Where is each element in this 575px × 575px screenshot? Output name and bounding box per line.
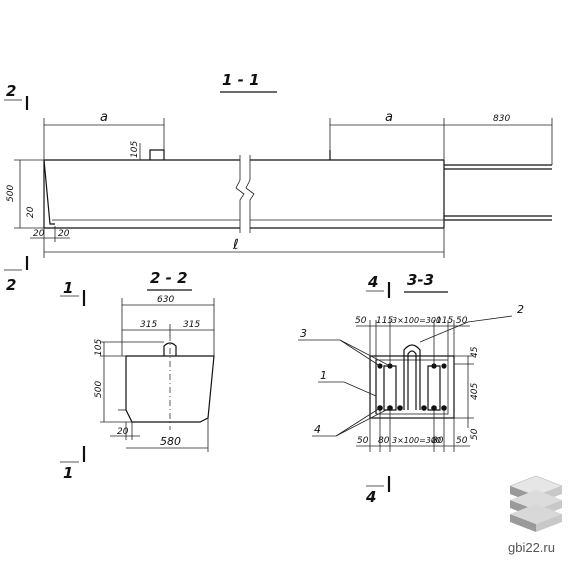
dim-830: 830 <box>493 114 510 124</box>
dim-105-sect: 105 <box>94 339 104 356</box>
dim-33-bottom-1: 80 <box>378 436 390 446</box>
cut-label-1-bottom: 1 <box>63 464 73 482</box>
rebar-dot <box>441 363 447 369</box>
section-3-3: 3-3 4 50 115 3×1 <box>298 271 524 506</box>
stirrup-left <box>383 365 397 411</box>
dim-33-top-2: 3×100=300 <box>392 316 441 325</box>
logo-layer-bottom <box>510 514 536 532</box>
leader-3a <box>339 339 381 367</box>
rebar-dot <box>431 405 437 411</box>
cut-label-1-top: 1 <box>63 279 73 297</box>
dim-33-r50: 50 <box>470 428 480 440</box>
break-mark-right <box>245 155 255 233</box>
cut-label-2-top: 2 <box>6 82 16 100</box>
dim-33-top-3: 115 <box>436 316 453 326</box>
cut-label-2-bottom: 2 <box>6 276 16 294</box>
watermark-text: gbi22.ru <box>508 540 555 555</box>
leader-3b <box>339 339 391 367</box>
end-chamfer <box>43 159 55 225</box>
rebar-dot <box>441 405 447 411</box>
dim-630: 630 <box>157 295 174 305</box>
section-1-1: 1 - 1 a a 830 <box>4 71 553 294</box>
break-mark-left <box>235 155 245 233</box>
cut-label-4-top: 4 <box>367 273 378 291</box>
leader-2 <box>419 321 469 343</box>
section-2-2-title: 2 - 2 <box>150 269 188 287</box>
section-3-3-loop <box>403 344 421 410</box>
rebar-dot <box>397 405 403 411</box>
dim-33-top-0: 50 <box>355 316 367 326</box>
section-3-3-outline <box>369 355 455 419</box>
dim-315-a: 315 <box>140 320 157 330</box>
dim-l: ℓ <box>232 237 239 253</box>
label-1: 1 <box>320 369 327 382</box>
dim-a-left: a <box>100 110 108 125</box>
stirrup-right <box>427 365 441 411</box>
lifting-loop-left <box>149 149 165 160</box>
dim-315-b: 315 <box>183 320 200 330</box>
section-2-2-loop <box>163 342 177 356</box>
rebar-dot <box>421 405 427 411</box>
dim-33-top-1: 115 <box>376 316 393 326</box>
dim-33-bottom-2: 3×100=300 <box>392 436 441 445</box>
section-3-3-title: 3-3 <box>407 271 434 289</box>
dim-33-bottom-3: 80 <box>432 436 444 446</box>
dim-580: 580 <box>160 435 181 448</box>
dim-33-bottom-4: 50 <box>456 436 468 446</box>
leader-4a <box>335 407 381 437</box>
dim-33-r405: 405 <box>470 383 480 400</box>
dim-105-elev: 105 <box>130 141 140 158</box>
leader-1 <box>343 381 377 397</box>
label-4: 4 <box>314 423 321 436</box>
dim-33-r45: 45 <box>470 346 480 358</box>
section-2-2: 2 - 2 630 315 315 105 500 20 5 <box>60 269 215 482</box>
watermark-logo: gbi22.ru <box>508 475 563 555</box>
leader-4b <box>335 407 391 437</box>
section-3-3-cage <box>375 359 449 415</box>
section-1-1-title: 1 - 1 <box>222 71 260 89</box>
dim-500-sect: 500 <box>94 381 104 398</box>
dim-33-bottom-0: 50 <box>357 436 369 446</box>
label-3: 3 <box>300 327 307 340</box>
dim-20-b: 20 <box>58 229 70 239</box>
label-2: 2 <box>517 303 524 316</box>
dim-a-right: a <box>385 110 393 125</box>
cut-label-4-bottom: 4 <box>365 488 376 506</box>
dim-20-sect: 20 <box>117 427 129 437</box>
dim-500-elev: 500 <box>6 185 16 202</box>
dim-20-a: 20 <box>33 229 45 239</box>
dim-20-vertical: 20 <box>26 206 36 218</box>
dim-33-top-4: 50 <box>456 316 468 326</box>
